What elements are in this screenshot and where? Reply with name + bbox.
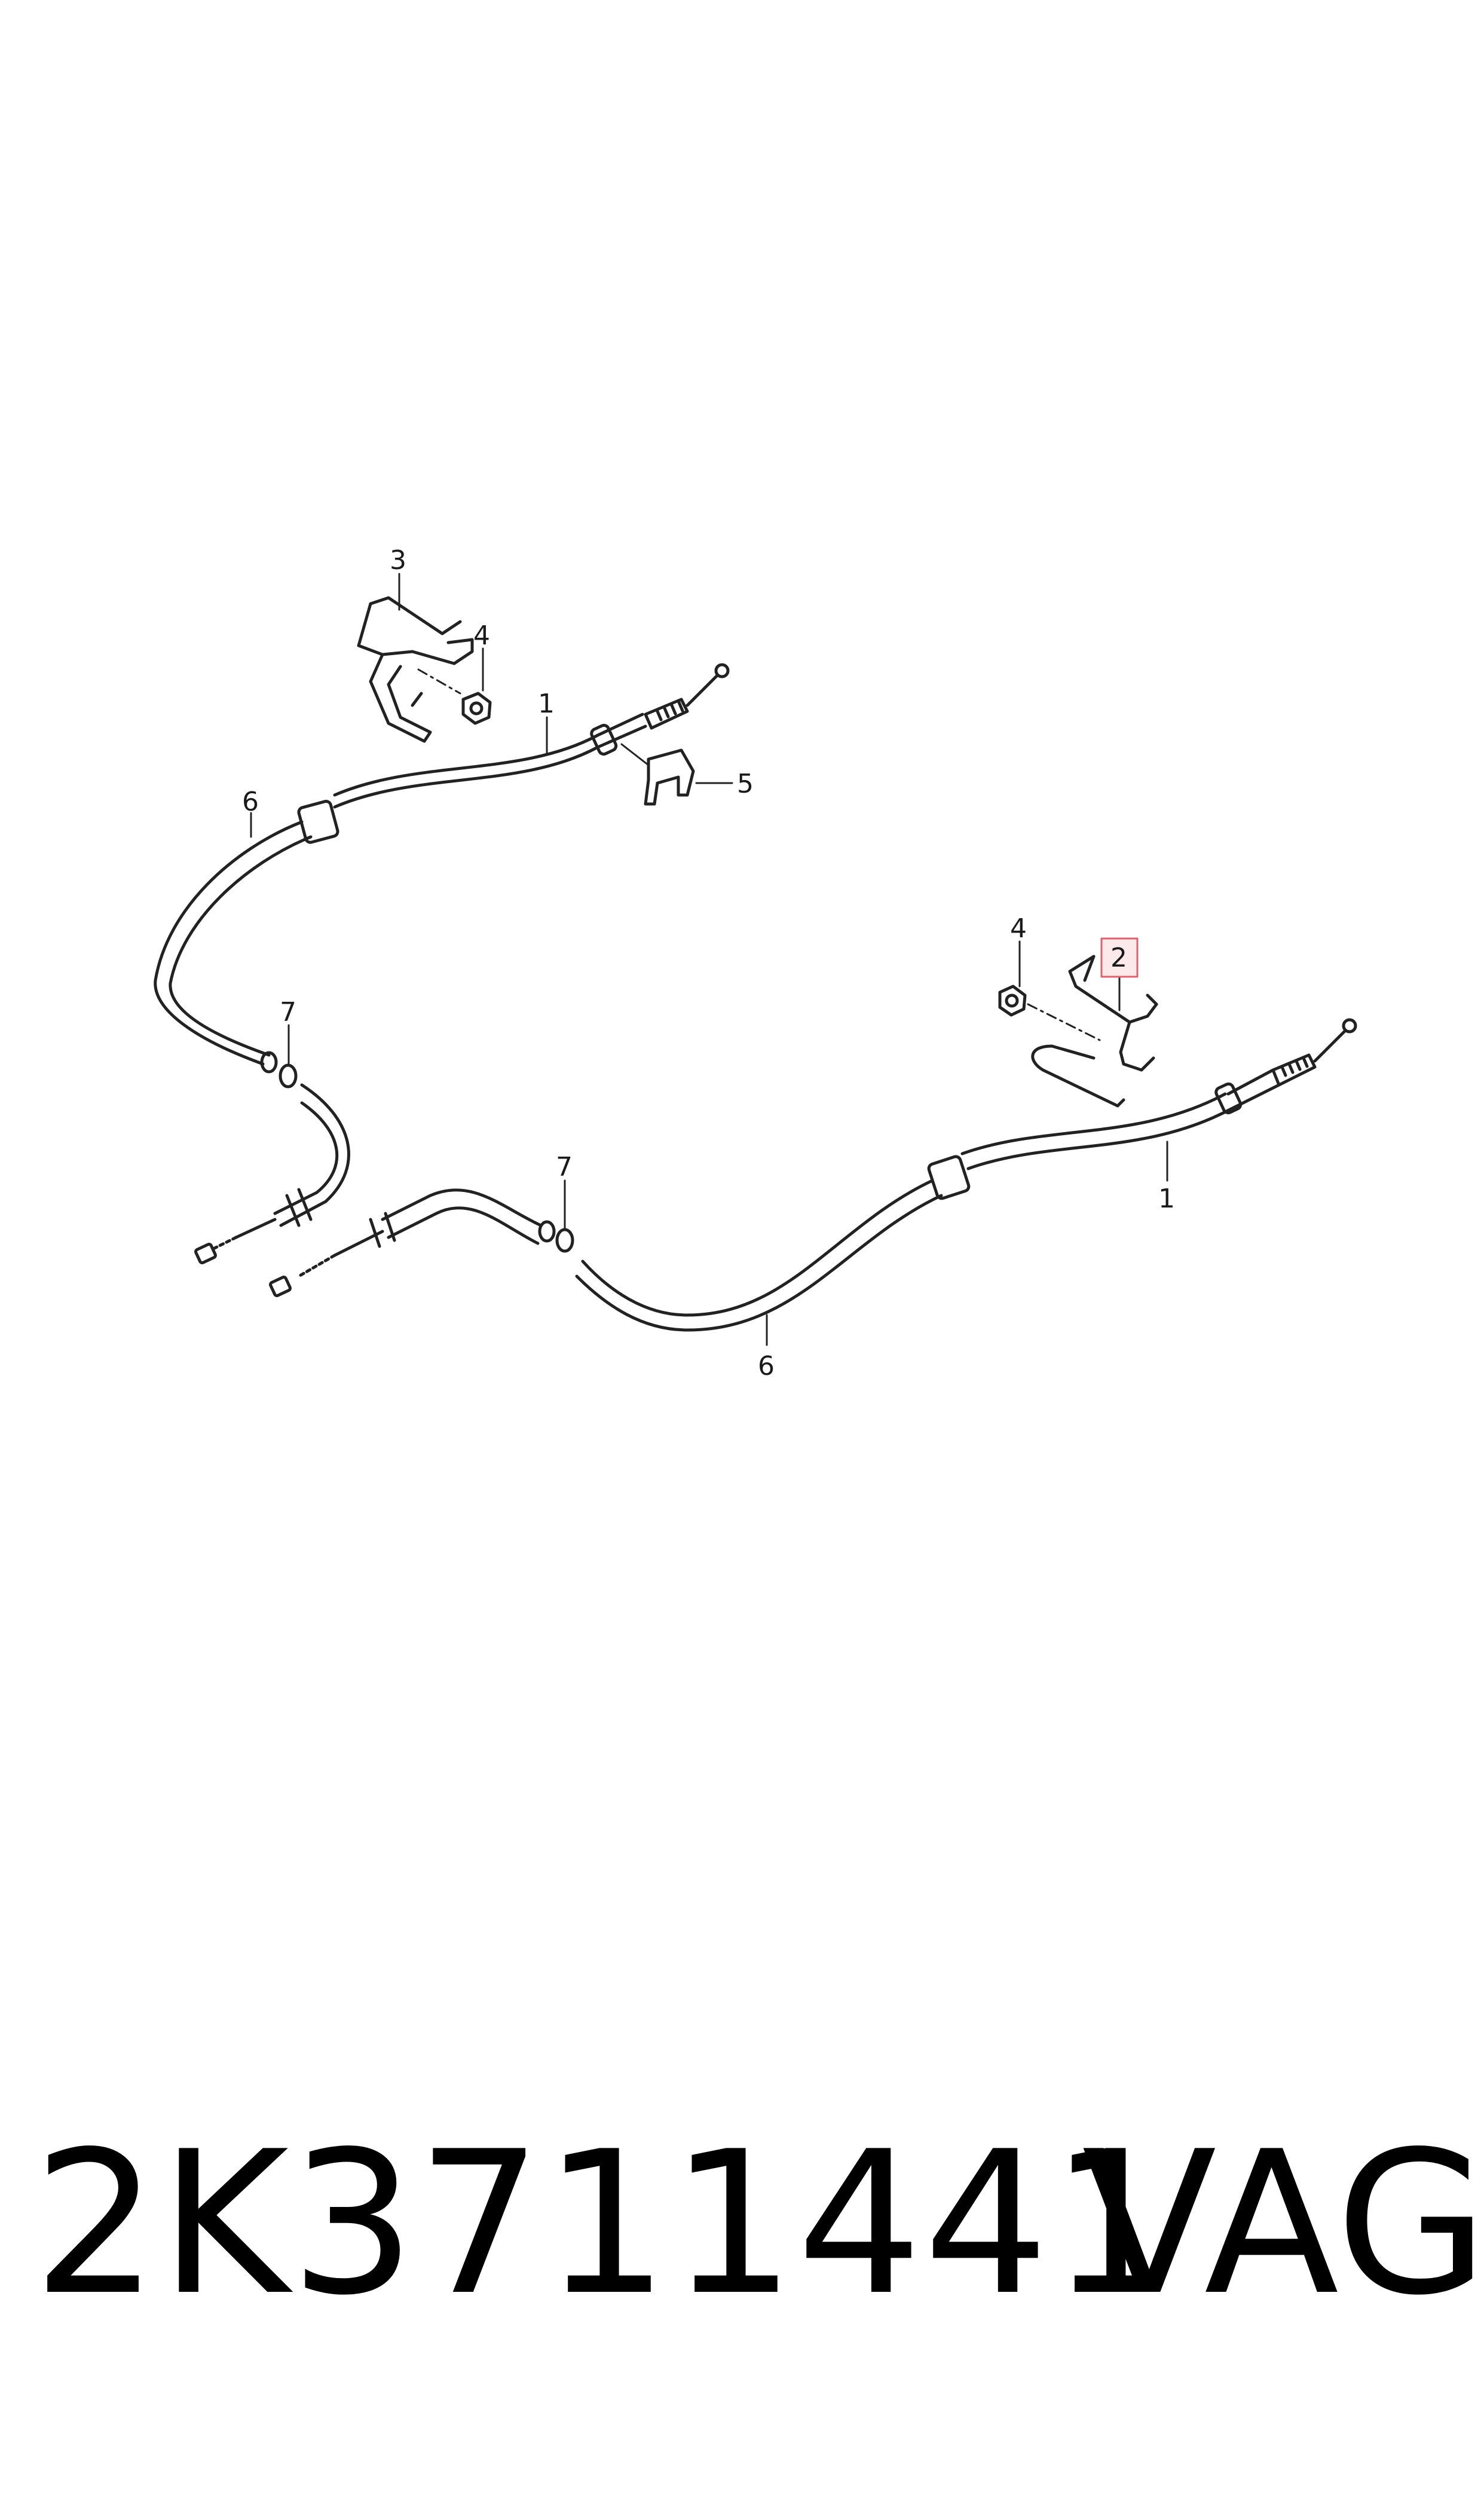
- callout-2: 2: [1110, 943, 1127, 973]
- callout-4-lower: 4: [1010, 913, 1027, 944]
- callout-6-upper: 6: [242, 787, 259, 817]
- callout-6-lower: 6: [758, 1351, 775, 1381]
- brand-name: VAG: [1082, 2109, 1484, 2338]
- bracket-3: [357, 596, 474, 743]
- nut-4-upper: [417, 668, 492, 725]
- callout-1-lower: 1: [1158, 1184, 1175, 1214]
- callout-2-highlight-box: [1100, 937, 1139, 978]
- bracket-2: [1031, 955, 1158, 1108]
- callout-7-lower: 7: [556, 1152, 573, 1182]
- callout-4-upper: 4: [473, 620, 490, 651]
- callout-1-upper: 1: [538, 689, 555, 719]
- callout-3-upper: 3: [390, 545, 406, 576]
- upper-cable: [154, 663, 730, 1264]
- clip-5: [620, 743, 695, 806]
- callout-7-upper: 7: [280, 997, 296, 1028]
- part-number: 2K3711441: [33, 2109, 1177, 2338]
- lower-cable: [269, 1018, 1357, 1332]
- nut-4-lower: [998, 985, 1101, 1041]
- callout-5: 5: [737, 769, 754, 799]
- leader-lines: [250, 573, 1168, 1346]
